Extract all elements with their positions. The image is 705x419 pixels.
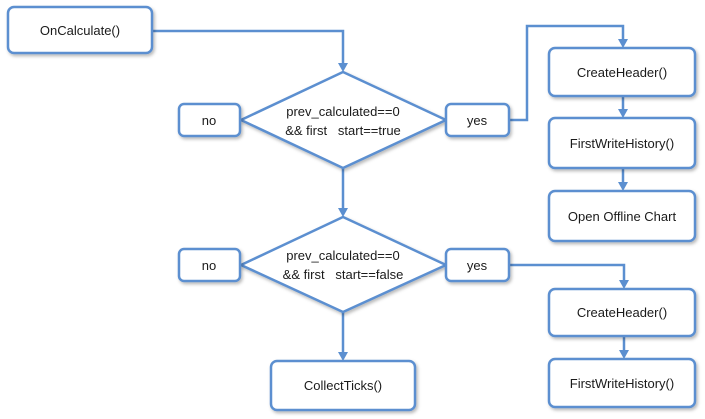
arrowhead	[619, 280, 629, 289]
node-create-header-2: CreateHeader()	[547, 287, 697, 338]
arrowhead	[338, 208, 348, 217]
decision-label-line2: && first start==false	[283, 267, 404, 282]
arrowhead	[619, 350, 629, 359]
node-create-header-1: CreateHeader()	[547, 46, 697, 98]
decision-label-line1: prev_calculated==0	[286, 104, 399, 119]
branch-label: no	[202, 113, 216, 128]
node-label: CollectTicks()	[304, 378, 382, 393]
branch-label: yes	[467, 113, 488, 128]
arrowhead	[618, 39, 628, 48]
edge-yes2-to-createheader2	[509, 263, 626, 283]
decision-1-yes: yes	[444, 102, 511, 138]
node-first-write-history-1: FirstWriteHistory()	[547, 116, 697, 170]
arrowhead	[338, 352, 348, 361]
node-open-offline-chart: Open Offline Chart	[547, 189, 697, 243]
node-label: FirstWriteHistory()	[570, 376, 674, 391]
decision-1: prev_calculated==0 && first start==true	[238, 70, 449, 170]
node-label: OnCalculate()	[40, 23, 120, 38]
node-label: FirstWriteHistory()	[570, 136, 674, 151]
node-collect-ticks: CollectTicks()	[269, 359, 417, 412]
decision-2-no: no	[177, 247, 242, 283]
decision-2-yes: yes	[444, 247, 511, 283]
node-first-write-history-2: FirstWriteHistory()	[547, 357, 697, 409]
edges	[152, 24, 629, 361]
arrowhead	[618, 182, 628, 191]
edge-oncalculate-to-decision1	[152, 29, 345, 66]
decision-label-line1: prev_calculated==0	[286, 248, 399, 263]
arrowhead	[338, 63, 348, 72]
decision-2: prev_calculated==0 && first start==false	[238, 215, 449, 314]
node-label: CreateHeader()	[577, 305, 667, 320]
arrowhead	[618, 109, 628, 118]
branch-label: no	[202, 258, 216, 273]
node-label: CreateHeader()	[577, 65, 667, 80]
branch-label: yes	[467, 258, 488, 273]
decision-1-no: no	[177, 102, 242, 138]
node-label: Open Offline Chart	[568, 209, 677, 224]
edge-yes1-to-createheader1	[509, 24, 625, 122]
node-on-calculate: OnCalculate()	[6, 5, 154, 55]
decision-label-line2: && first start==true	[285, 123, 401, 138]
